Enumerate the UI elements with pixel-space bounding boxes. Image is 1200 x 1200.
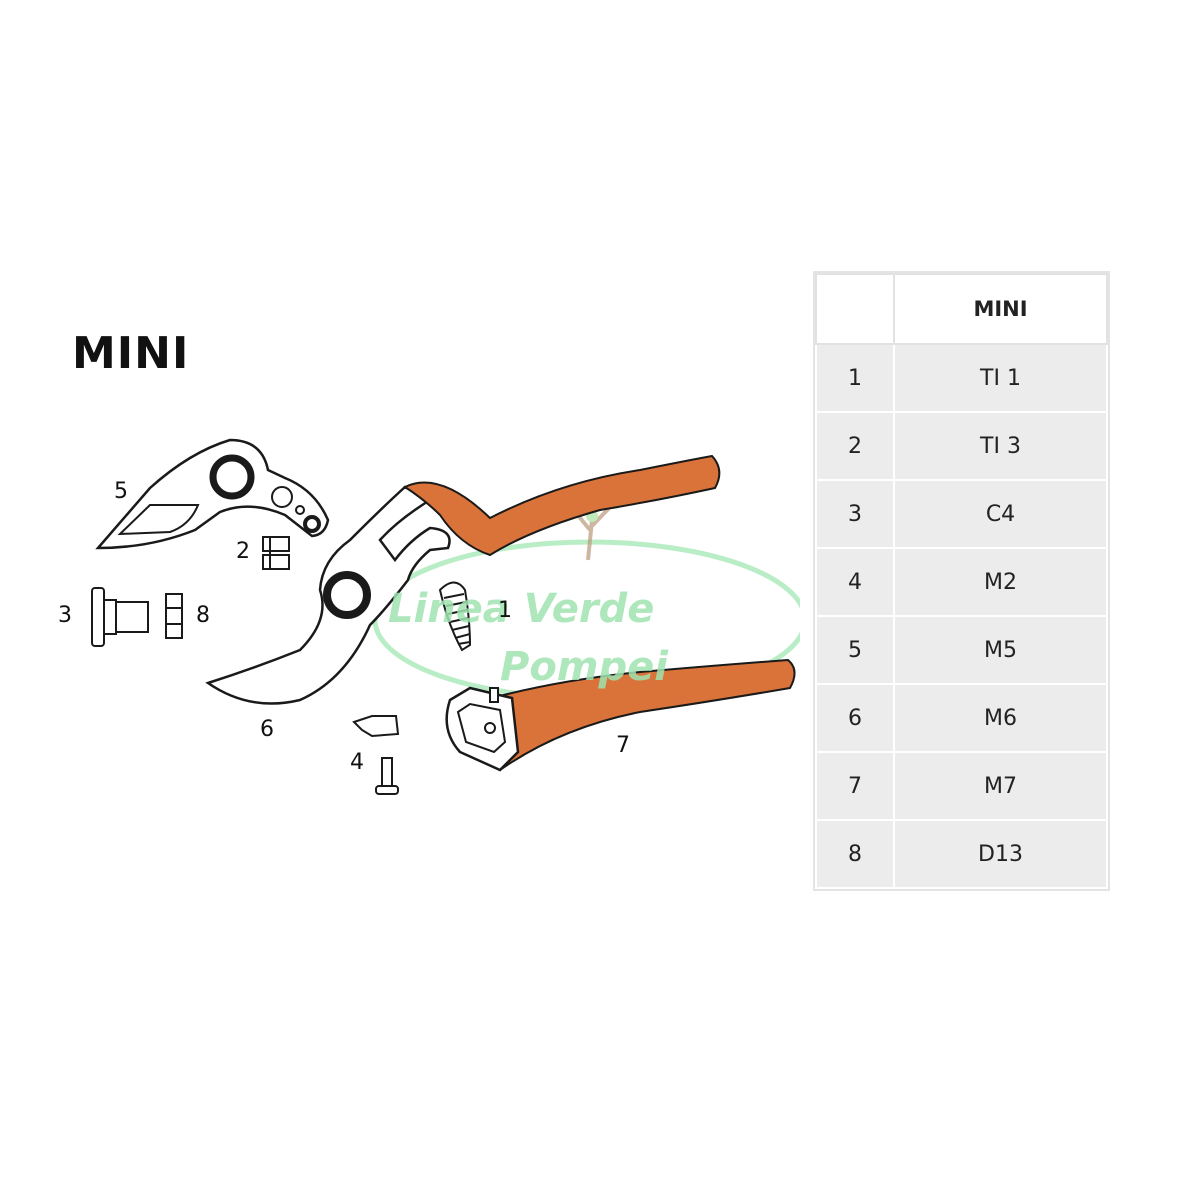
table-cell-code: TI 3 xyxy=(893,411,1108,481)
table-cell-number: 1 xyxy=(815,343,895,413)
table-cell-code: M6 xyxy=(893,683,1108,753)
table-cell-number: 3 xyxy=(815,479,895,549)
table-cell-code: C4 xyxy=(893,479,1108,549)
table-row: 5 M5 xyxy=(815,615,1108,685)
table-cell-code: M5 xyxy=(893,615,1108,685)
table-cell-number: 4 xyxy=(815,547,895,617)
table-row: 3 C4 xyxy=(815,479,1108,549)
table-header-cell xyxy=(815,273,895,345)
part-5-anvil-blade xyxy=(95,438,330,550)
table-row: 7 M7 xyxy=(815,751,1108,821)
callout-4: 4 xyxy=(350,750,364,775)
table-row: 4 M2 xyxy=(815,547,1108,617)
table-header-cell: MINI xyxy=(893,273,1108,345)
part-2-bolts xyxy=(262,536,290,570)
part-6-cutting-blade xyxy=(205,485,451,705)
table-cell-code: M2 xyxy=(893,547,1108,617)
table-cell-code: M7 xyxy=(893,751,1108,821)
table-cell-number: 7 xyxy=(815,751,895,821)
part-3-pivot-bolt xyxy=(91,587,149,647)
watermark-line1: Linea Verde xyxy=(388,586,654,632)
table-row: 2 TI 3 xyxy=(815,411,1108,481)
callout-6: 6 xyxy=(260,717,274,742)
callout-3: 3 xyxy=(58,603,72,628)
table-cell-code: D13 xyxy=(893,819,1108,889)
callout-5: 5 xyxy=(114,479,128,504)
table-row: 8 D13 xyxy=(815,819,1108,889)
table-cell-number: 5 xyxy=(815,615,895,685)
parts-table: MINI 1 TI 1 2 TI 3 3 C4 4 M2 5 M5 6 M6 7… xyxy=(813,271,1110,891)
table-header-row: MINI xyxy=(815,273,1108,345)
upper-handle xyxy=(402,454,721,557)
callout-7: 7 xyxy=(616,733,630,758)
table-cell-number: 6 xyxy=(815,683,895,753)
part-7-lower-handle xyxy=(445,658,796,772)
table-cell-code: TI 1 xyxy=(893,343,1108,413)
pruner-exploded-diagram: Linea Verde Pompei 1 2 3 4 5 6 7 8 xyxy=(58,438,800,795)
part-8-nut xyxy=(165,593,183,639)
part-4-clip-rivet xyxy=(352,715,400,795)
part-1-spring xyxy=(438,581,472,652)
table-row: 6 M6 xyxy=(815,683,1108,753)
table-cell-number: 8 xyxy=(815,819,895,889)
callout-1: 1 xyxy=(498,598,512,623)
table-row: 1 TI 1 xyxy=(815,343,1108,413)
watermark-line2: Pompei xyxy=(500,644,669,690)
callout-8: 8 xyxy=(196,603,210,628)
page-title: MINI xyxy=(72,328,190,379)
callout-2: 2 xyxy=(236,539,250,564)
table-cell-number: 2 xyxy=(815,411,895,481)
